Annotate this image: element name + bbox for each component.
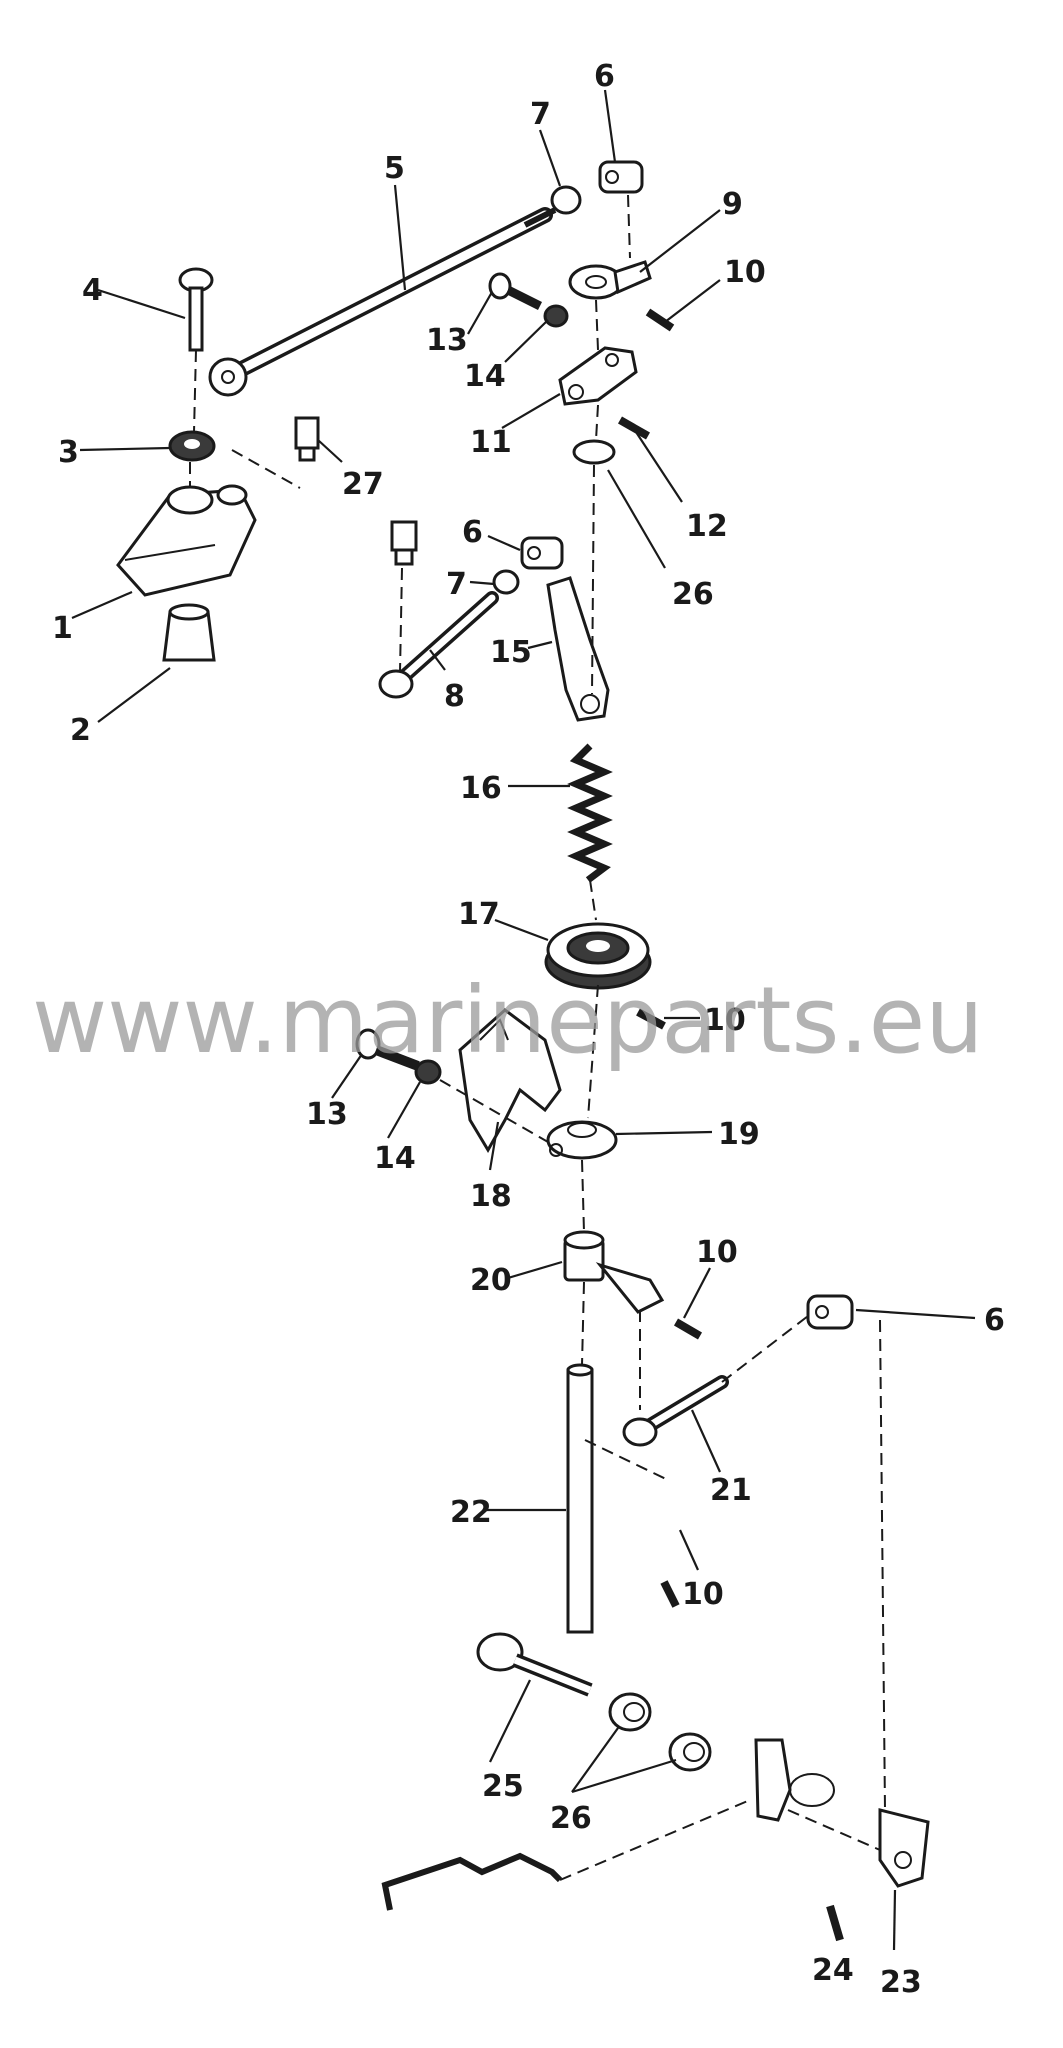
part-spring-16 [567,743,613,883]
callout-5: 5 [384,151,405,186]
callout-6-mid: 6 [462,515,483,550]
part-washer-14-mid [414,1059,442,1085]
callout-26-top: 26 [672,577,714,612]
part-lower-lever [754,1738,835,1822]
assembly-lines [189,194,886,1881]
part-bushing-2 [162,603,216,662]
part-shaft-22 [566,1363,594,1634]
callout-1: 1 [52,611,73,646]
part-screw-13-top [488,272,543,311]
callout-4: 4 [82,273,103,308]
part-screw-13-mid [355,1028,420,1071]
part-link-rod-5 [208,207,557,397]
watermark-text: www.marineparts.eu [32,967,984,1074]
part-bent-rod [381,1852,563,1911]
part-bolt-4 [178,267,214,352]
part-bushing-26b [668,1732,712,1772]
callout-25: 25 [482,1769,524,1804]
callout-7-mid: 7 [446,567,467,602]
callout-23: 23 [880,1965,922,2000]
callout-19: 19 [718,1117,760,1152]
part-washer-14-top [543,304,569,328]
callout-8: 8 [444,679,465,714]
callout-22: 22 [450,1495,492,1530]
callout-10-top: 10 [724,255,766,290]
callout-10-shaft: 10 [682,1577,724,1612]
part-ball-joint-6-top [598,160,644,194]
part-link-21 [622,1375,729,1447]
callout-6-top: 6 [594,59,615,94]
callout-12: 12 [686,509,728,544]
part-lever-23 [878,1808,930,1888]
callout-27: 27 [342,467,384,502]
callout-7-top: 7 [530,97,551,132]
callout-18: 18 [470,1179,512,1214]
part-gear-17 [544,922,652,990]
part-bushing-26a [608,1692,652,1732]
part-pin-25 [476,1632,593,1697]
part-pin-10b [636,1008,666,1030]
part-pin-10c [673,1318,703,1340]
callout-10-lever: 10 [696,1235,738,1270]
callout-21: 21 [710,1473,752,1508]
callout-24: 24 [812,1953,854,1988]
part-collar-19 [546,1120,618,1160]
part-lever-9 [568,260,652,300]
callout-16: 16 [460,771,502,806]
part-nut-7-mid [492,569,520,595]
part-lever-20 [563,1230,665,1314]
part-ball-joint-6-right [806,1294,854,1330]
part-pin-10d [660,1580,680,1608]
callout-17: 17 [458,897,500,932]
callout-2: 2 [70,713,91,748]
part-lever-11 [558,346,638,406]
part-nut-7-top [550,185,582,215]
part-washer-26-top [572,439,616,465]
callout-labels: 1 2 3 4 5 6 7 9 10 13 14 11 12 26 27 6 7… [52,59,1005,2000]
callout-13-top: 13 [426,323,468,358]
part-fitting-27a [294,416,320,462]
callout-26-bottom: 26 [550,1801,592,1836]
callout-14-mid: 14 [374,1141,416,1176]
part-fitting-27b [390,520,418,566]
part-nut-3 [168,430,216,462]
callout-6-right: 6 [984,1303,1005,1338]
callout-20: 20 [470,1263,512,1298]
part-pin-10a [645,308,675,332]
part-pin-12 [618,416,650,440]
part-cam-arm-15 [546,576,610,722]
part-pin-24 [826,1904,844,1942]
part-bracket-18 [458,1008,562,1153]
callout-14-top: 14 [464,359,506,394]
callout-13-mid: 13 [306,1097,348,1132]
callout-15: 15 [490,635,532,670]
callout-11: 11 [470,425,512,460]
part-ball-joint-6-mid [520,536,564,570]
callout-10-mid: 10 [704,1003,746,1038]
callout-3: 3 [58,435,79,470]
part-bracket-1 [116,484,257,597]
callout-9: 9 [722,187,743,222]
part-link-8 [378,591,499,699]
leader-lines [71,89,976,1951]
